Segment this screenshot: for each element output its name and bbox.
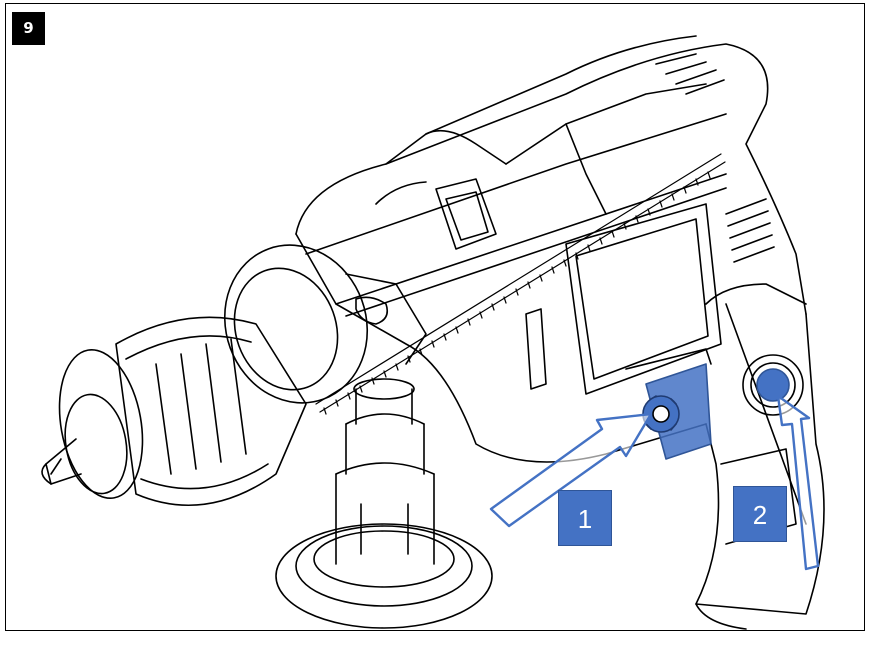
depth-rod-icon <box>315 153 726 415</box>
lock-button-icon <box>742 354 804 416</box>
callout-label-2: 2 <box>733 486 787 542</box>
arrow-1-icon <box>489 412 653 528</box>
callout-label-1: 1 <box>558 490 612 546</box>
figure-frame: 9 1 2 <box>5 3 865 631</box>
drill-body-icon <box>295 35 807 463</box>
step-number-badge: 9 <box>12 12 45 45</box>
arrow-2-icon <box>776 394 820 571</box>
chuck-icon <box>41 244 427 507</box>
side-handle-icon <box>275 378 493 629</box>
selector-knob-icon <box>625 348 712 460</box>
drill-illustration <box>41 35 825 630</box>
